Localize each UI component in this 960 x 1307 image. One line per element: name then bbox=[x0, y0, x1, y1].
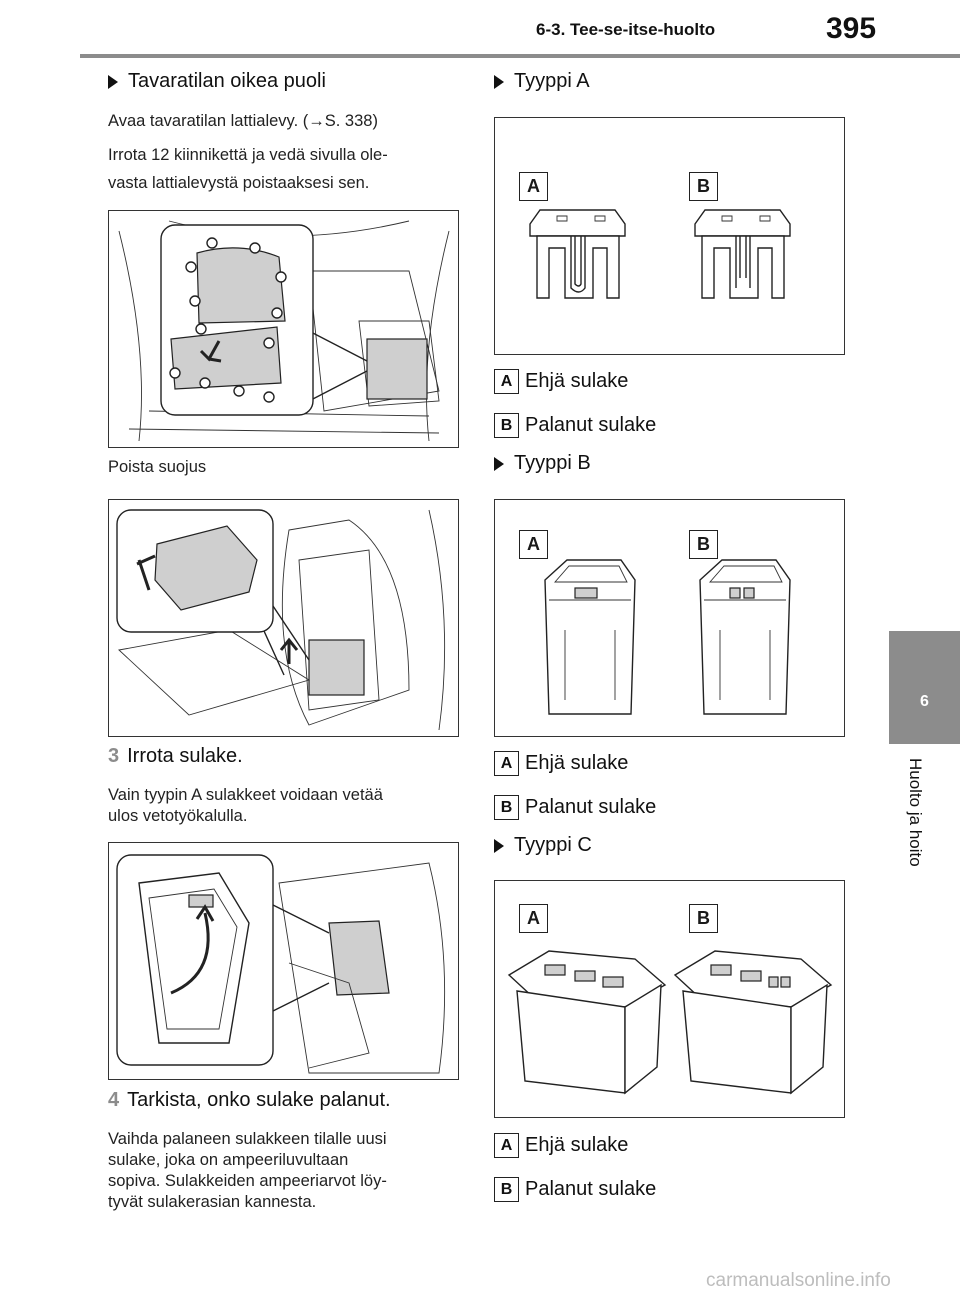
step-4-text-line1: Vaihda palaneen sulakkeen tilalle uusi bbox=[108, 1130, 387, 1148]
step-3-text-line1: Vain tyypin A sulakkeet voidaan vetää bbox=[108, 786, 383, 804]
legend-type-a-intact: A Ehjä sulake bbox=[494, 369, 628, 394]
heading-trunk-right-side: Tavaratilan oikea puoli bbox=[108, 70, 326, 93]
figure-remove-cover bbox=[108, 499, 459, 737]
fuse-label-a: A bbox=[519, 530, 548, 559]
instruction-open-floor: Avaa tavaratilan lattialevy. (→S. 338) bbox=[108, 112, 378, 130]
fuse-type-c-blown bbox=[673, 950, 833, 1095]
fuse-type-a-blown bbox=[694, 209, 791, 299]
watermark: carmanualsonline.info bbox=[706, 1270, 891, 1291]
legend-badge-a: A bbox=[494, 369, 519, 394]
chapter-tab bbox=[889, 631, 960, 744]
pull-fuse-illustration bbox=[116, 854, 446, 1074]
legend-type-b-intact: A Ehjä sulake bbox=[494, 751, 628, 776]
heading-type-a: Tyyppi A bbox=[494, 70, 590, 93]
fuse-label-a: A bbox=[519, 172, 548, 201]
figure-pull-fuse bbox=[108, 842, 459, 1080]
heading-type-b: Tyyppi B bbox=[494, 452, 591, 475]
legend-type-b-blown: B Palanut sulake bbox=[494, 795, 656, 820]
header-rule bbox=[80, 54, 960, 58]
chapter-number: 6 bbox=[920, 693, 929, 710]
figure-fuse-type-b bbox=[494, 499, 845, 737]
figure-fuse-type-a bbox=[494, 117, 845, 355]
page-number: 395 bbox=[826, 12, 877, 45]
step-3-text-line2: ulos vetotyökalulla. bbox=[108, 807, 248, 825]
legend-type-a-blown: B Palanut sulake bbox=[494, 413, 656, 438]
step-4-text-line4: tyvät sulakerasian kannesta. bbox=[108, 1193, 317, 1211]
fuse-type-a-illustration bbox=[529, 209, 791, 299]
chapter-label: Huolto ja hoito bbox=[906, 758, 925, 867]
instruction-remove-clips-line1: Irrota 12 kiinnikettä ja vedä sivulla ol… bbox=[108, 146, 388, 164]
bullet-triangle-icon bbox=[108, 74, 118, 89]
legend-badge-b: B bbox=[494, 795, 519, 820]
fuse-type-a-intact bbox=[529, 209, 626, 299]
bullet-triangle-icon bbox=[494, 74, 504, 89]
fuse-label-b: B bbox=[689, 530, 718, 559]
figure-trunk-floor-clips bbox=[108, 210, 459, 448]
legend-type-c-blown: B Palanut sulake bbox=[494, 1177, 656, 1202]
legend-badge-a: A bbox=[494, 751, 519, 776]
trunk-floor-illustration bbox=[118, 220, 450, 442]
legend-badge-a: A bbox=[494, 1133, 519, 1158]
fuse-type-b-illustration bbox=[544, 559, 791, 715]
figure-fuse-type-c bbox=[494, 880, 845, 1118]
legend-badge-b: B bbox=[494, 413, 519, 438]
legend-badge-b: B bbox=[494, 1177, 519, 1202]
step-4-text-line2: sulake, joka on ampeeriluvultaan bbox=[108, 1151, 349, 1169]
fuse-type-c-intact bbox=[507, 950, 667, 1095]
heading-type-c: Tyyppi C bbox=[494, 834, 592, 857]
fuse-label-b: B bbox=[689, 172, 718, 201]
bullet-triangle-icon bbox=[494, 838, 504, 853]
fuse-type-b-blown bbox=[699, 559, 791, 715]
section-title: 6-3. Tee-se-itse-huolto bbox=[536, 20, 716, 39]
fuse-type-c-illustration bbox=[507, 950, 833, 1095]
step-4-text-line3: sopiva. Sulakkeiden ampeeriarvot löy- bbox=[108, 1172, 387, 1190]
instruction-remove-clips-line2: vasta lattialevystä poistaaksesi sen. bbox=[108, 174, 370, 192]
legend-type-c-intact: A Ehjä sulake bbox=[494, 1133, 628, 1158]
fuse-type-b-intact bbox=[544, 559, 636, 715]
remove-cover-illustration bbox=[116, 509, 446, 731]
fuse-label-b: B bbox=[689, 904, 718, 933]
bullet-triangle-icon bbox=[494, 456, 504, 471]
fuse-label-a: A bbox=[519, 904, 548, 933]
caption-remove-cover: Poista suojus bbox=[108, 458, 207, 476]
